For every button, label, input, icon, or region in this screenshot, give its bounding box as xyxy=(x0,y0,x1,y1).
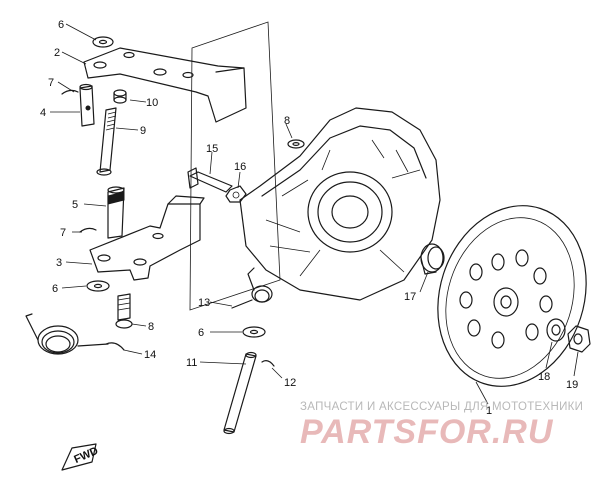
part-shaft xyxy=(223,351,257,435)
callout-13: 13 xyxy=(198,297,210,309)
leader-lines xyxy=(50,23,579,405)
watermark-logo: PARTSFOR.RU xyxy=(300,413,554,451)
part-washer-mid xyxy=(86,280,110,292)
part-collar xyxy=(113,89,127,104)
part-coil-spring-left xyxy=(25,313,109,355)
part-adjuster xyxy=(115,293,133,329)
part-washer-low xyxy=(242,326,266,338)
forward-arrow: FWD xyxy=(61,443,100,471)
callout-7-mid: 7 xyxy=(60,227,66,239)
callout-15: 15 xyxy=(206,143,218,155)
callout-1: 1 xyxy=(486,405,492,417)
callout-10: 10 xyxy=(146,97,158,109)
part-washer-18 xyxy=(546,318,566,342)
callout-8-top: 8 xyxy=(284,115,290,127)
part-washer-top xyxy=(92,36,114,48)
callout-9: 9 xyxy=(140,125,146,137)
callout-16: 16 xyxy=(234,161,246,173)
callout-12: 12 xyxy=(284,377,296,389)
part-long-bolt xyxy=(96,107,117,176)
forward-arrow-label: FWD xyxy=(72,445,100,466)
callout-6-top: 6 xyxy=(58,19,64,31)
callout-14: 14 xyxy=(144,349,156,361)
callout-2: 2 xyxy=(54,47,60,59)
part-crankcase xyxy=(239,107,441,301)
callout-11: 11 xyxy=(186,357,197,369)
callout-5: 5 xyxy=(72,199,78,211)
callout-6-mid: 6 xyxy=(52,283,58,295)
callout-labels: 6 2 7 10 4 9 8 15 16 5 7 3 6 17 13 8 6 1… xyxy=(40,19,578,417)
part-clip-mid xyxy=(79,227,97,233)
subassembly-frame xyxy=(189,21,281,311)
callout-6-low: 6 xyxy=(198,327,204,339)
callout-4: 4 xyxy=(40,107,46,119)
watermark: ЗАПЧАСТИ И АКСЕССУАРЫ ДЛЯ МОТОТЕХНИКИ PA… xyxy=(300,401,583,451)
part-pin-5 xyxy=(107,186,125,239)
part-upper-arm xyxy=(83,47,247,123)
part-pivot-pin xyxy=(79,83,95,127)
part-lower-arm xyxy=(89,195,205,281)
callout-3: 3 xyxy=(56,257,62,269)
part-washer-case xyxy=(287,139,305,149)
part-clip-14 xyxy=(105,342,125,351)
part-nut-19 xyxy=(567,325,591,353)
callout-7-top: 7 xyxy=(48,77,54,89)
part-torsion-spring xyxy=(231,267,273,309)
callout-8-low: 8 xyxy=(148,321,154,333)
part-clip-top xyxy=(61,89,79,95)
watermark-caption: ЗАПЧАСТИ И АКСЕССУАРЫ ДЛЯ МОТОТЕХНИКИ xyxy=(300,401,583,413)
callout-17: 17 xyxy=(404,291,416,303)
callout-18: 18 xyxy=(538,371,550,383)
part-bolt-15 xyxy=(187,167,233,193)
part-clutch-disc xyxy=(437,205,587,387)
part-clip-12 xyxy=(261,360,275,367)
part-oil-seal xyxy=(420,243,445,275)
callout-19: 19 xyxy=(566,379,578,391)
